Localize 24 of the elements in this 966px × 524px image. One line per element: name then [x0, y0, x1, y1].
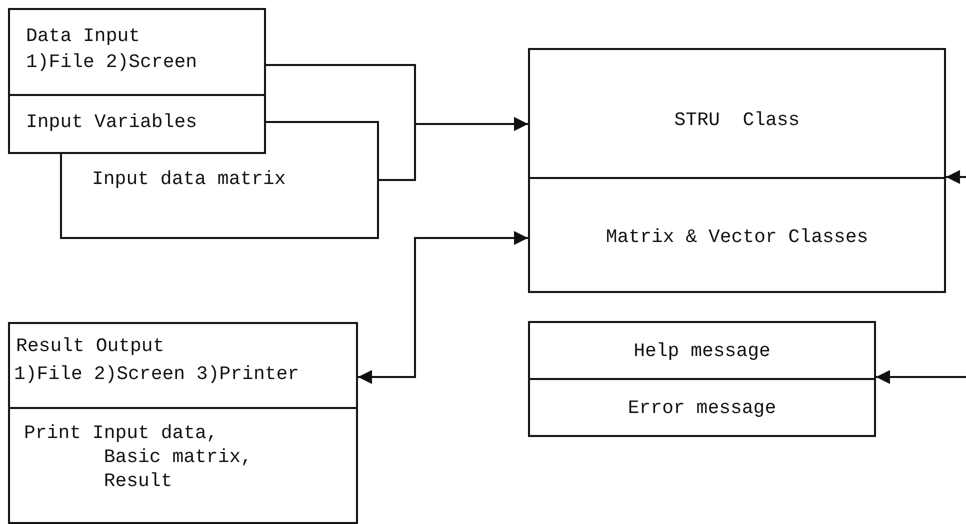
box-text: STRU Class — [673, 108, 801, 132]
process-box — [60, 152, 379, 239]
box-text: Help message — [632, 339, 772, 363]
box-text: Print Input data, Basic matrix, Result — [24, 421, 254, 493]
box-text: Error message — [626, 396, 778, 420]
arrow — [946, 170, 966, 184]
process-box — [8, 8, 266, 96]
arrow — [358, 231, 528, 384]
box-text: Input data matrix — [92, 167, 286, 191]
process-box — [528, 48, 946, 179]
process-box — [8, 94, 266, 154]
box-text: Input Variables — [26, 110, 198, 134]
arrow — [379, 117, 528, 181]
arrow — [876, 370, 966, 384]
process-box — [528, 321, 876, 380]
process-box — [528, 177, 946, 293]
box-heading: Data Input — [26, 24, 140, 48]
box-text: 1)File 2)Screen 3)Printer — [14, 362, 300, 386]
box-text: Matrix & Vector Classes — [604, 225, 870, 249]
process-box — [8, 407, 358, 524]
process-box — [528, 378, 876, 437]
box-text: 1)File 2)Screen — [26, 50, 198, 74]
box-heading: Result Output — [16, 334, 164, 358]
process-box — [8, 322, 358, 409]
